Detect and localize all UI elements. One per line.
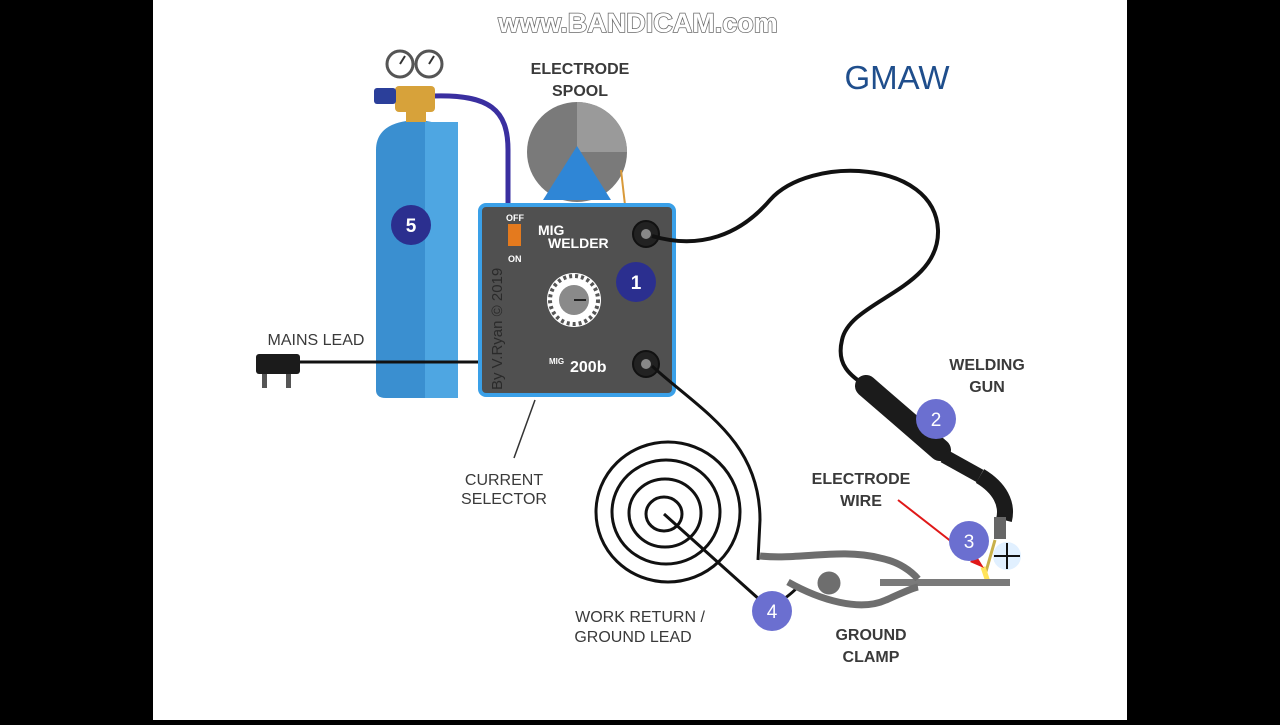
workpiece xyxy=(880,579,1010,586)
electrode-spool xyxy=(527,102,627,206)
gas-hose xyxy=(431,93,511,205)
marker-2[interactable]: 2 xyxy=(916,399,956,439)
switch-on-label: ON xyxy=(508,254,522,264)
mig-welder: OFF ON MIG WELDER MIG 200b By V.Ryan © 2… xyxy=(478,203,676,397)
switch-off-label: OFF xyxy=(506,213,524,223)
marker-4[interactable]: 4 xyxy=(752,591,792,631)
marker-4-text: 4 xyxy=(767,602,778,623)
diagram-title: GMAW xyxy=(844,59,950,96)
mains-plug xyxy=(256,354,480,388)
label-electrode-spool-1: ELECTRODE xyxy=(531,61,630,78)
current-selector-pointer xyxy=(513,399,536,459)
gun-cable xyxy=(651,168,941,388)
marker-1[interactable]: 1 xyxy=(616,262,656,302)
label-welding-gun-2: GUN xyxy=(969,379,1005,396)
label-work-return-1: WORK RETURN / xyxy=(575,609,705,626)
welder-model-prefix: MIG xyxy=(549,357,564,366)
marker-1-text: 1 xyxy=(631,273,642,294)
welder-model: 200b xyxy=(570,359,607,376)
label-current-selector-2: SELECTOR xyxy=(461,491,547,508)
label-ground-clamp-2: CLAMP xyxy=(843,649,900,666)
crosshair-cursor xyxy=(993,542,1021,570)
marker-3[interactable]: 3 xyxy=(949,521,989,561)
welding-gun xyxy=(855,375,1013,583)
label-mains-lead: MAINS LEAD xyxy=(268,332,365,349)
marker-2-text: 2 xyxy=(931,410,942,431)
ground-clamp xyxy=(759,550,921,609)
watermark-text: www.BANDICAM.com xyxy=(497,8,778,38)
welder-name-line2: WELDER xyxy=(548,235,609,251)
label-current-selector-1: CURRENT xyxy=(465,472,543,489)
gas-cylinder xyxy=(374,49,458,398)
credit-text: By V.Ryan © 2019 xyxy=(489,268,506,390)
welder-name-line1: MIG xyxy=(538,222,565,238)
ground-lead-upper xyxy=(650,364,762,561)
label-electrode-spool-2: SPOOL xyxy=(552,83,608,100)
label-work-return-2: GROUND LEAD xyxy=(574,629,691,646)
label-ground-clamp-1: GROUND xyxy=(835,627,906,644)
label-electrode-wire-2: WIRE xyxy=(840,493,882,510)
marker-5[interactable]: 5 xyxy=(391,205,431,245)
marker-5-text: 5 xyxy=(406,216,417,237)
label-welding-gun-1: WELDING xyxy=(949,357,1025,374)
marker-3-text: 3 xyxy=(964,532,975,553)
ground-lead-coil xyxy=(594,440,742,584)
label-electrode-wire-1: ELECTRODE xyxy=(812,471,911,488)
